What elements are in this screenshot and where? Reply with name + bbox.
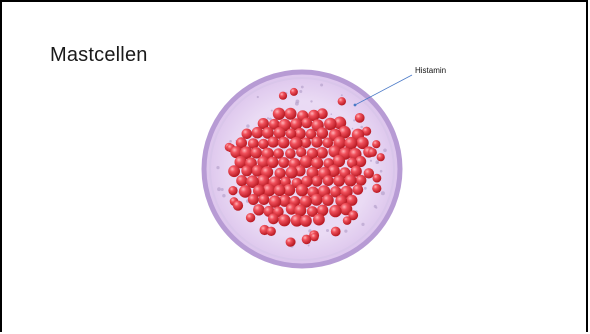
- cytoplasm-speckle: [380, 170, 383, 173]
- histamine-granule: [273, 108, 285, 120]
- cytoplasm-speckle: [308, 245, 310, 247]
- cytoplasm-speckle: [221, 188, 224, 191]
- histamine-granule: [372, 140, 380, 148]
- histamine-granule: [268, 213, 279, 224]
- histamine-granule: [353, 184, 364, 195]
- cytoplasm-speckle: [217, 187, 221, 191]
- histamine-granule: [338, 97, 346, 105]
- cytoplasm-speckle: [361, 223, 364, 226]
- histamine-granule: [290, 88, 298, 96]
- cytoplasm-speckle: [353, 119, 355, 121]
- cytoplasm-speckle: [360, 126, 363, 129]
- histamine-granule: [278, 157, 289, 168]
- histamine-granule: [331, 227, 341, 237]
- histamine-granule: [286, 166, 298, 178]
- histamine-granule: [311, 137, 322, 148]
- histamine-granule: [241, 165, 252, 176]
- cytoplasm-speckle: [229, 140, 232, 143]
- histamine-granule: [368, 148, 377, 157]
- histamine-granule: [344, 174, 356, 186]
- cytoplasm-speckle: [299, 90, 302, 93]
- histamine-granule: [324, 118, 337, 131]
- histamine-granule: [267, 157, 278, 168]
- histamine-granule: [373, 174, 382, 183]
- cytoplasm-speckle: [364, 187, 367, 190]
- histamine-granule: [356, 175, 367, 186]
- histamine-granule: [248, 194, 259, 205]
- histamine-granule: [311, 194, 323, 206]
- histamine-granule: [333, 175, 345, 187]
- histamine-granule: [258, 139, 268, 149]
- histamine-granule: [278, 137, 290, 149]
- cytoplasm-speckle: [310, 100, 312, 102]
- cytoplasm-speckle: [246, 124, 249, 127]
- histamine-granule: [259, 194, 270, 205]
- histamine-granule: [278, 214, 290, 226]
- histamine-granule: [322, 194, 334, 206]
- histamine-granule: [329, 205, 341, 217]
- histamine-granule: [285, 148, 296, 159]
- histamine-granule: [251, 147, 262, 158]
- cytoplasm-speckle: [267, 117, 269, 119]
- label-leader-line: [355, 75, 412, 105]
- histamine-granule: [267, 227, 276, 236]
- cytoplasm-speckle: [344, 230, 347, 233]
- histamine-granule: [311, 176, 322, 187]
- cytoplasm-speckle: [352, 128, 354, 130]
- cytoplasm-speckle: [222, 194, 225, 197]
- histamine-granule: [236, 175, 247, 186]
- histamine-granule: [316, 147, 328, 159]
- histamine-granule: [377, 153, 385, 161]
- histamine-granule: [242, 129, 253, 140]
- cytoplasm-speckle: [320, 84, 323, 87]
- cytoplasm-speckle: [341, 94, 343, 96]
- cytoplasm-speckle: [301, 86, 304, 89]
- histamine-granule: [300, 215, 312, 227]
- cytoplasm-speckle: [296, 100, 300, 104]
- cytoplasm-speckle: [257, 96, 259, 98]
- cytoplasm-speckle: [271, 110, 273, 112]
- histamine-granule: [228, 165, 240, 177]
- histamine-granule: [302, 235, 312, 245]
- histamine-granule: [355, 113, 365, 123]
- cytoplasm-speckle: [216, 166, 219, 169]
- histamine-label: Histamin: [415, 66, 446, 75]
- cytoplasm-speckle: [326, 229, 329, 232]
- cytoplasm-speckle: [375, 207, 377, 209]
- cytoplasm-speckle: [383, 149, 387, 153]
- histamine-granule: [310, 233, 318, 241]
- histamine-granule: [285, 108, 297, 120]
- histamine-granule: [268, 137, 279, 148]
- histamine-granule: [274, 185, 286, 197]
- cytoplasm-speckle: [381, 191, 385, 195]
- histamine-granule: [296, 184, 308, 196]
- histamine-granule: [313, 214, 325, 226]
- histamine-granule: [233, 201, 243, 211]
- histamine-granule: [372, 184, 381, 193]
- label-leader-dot: [354, 104, 357, 107]
- histamine-granule: [301, 118, 312, 129]
- histamine-granule: [279, 92, 287, 100]
- histamine-granule: [343, 216, 352, 225]
- cytoplasm-speckle: [331, 113, 333, 115]
- histamine-granule: [269, 195, 281, 207]
- histamine-granule: [286, 238, 295, 247]
- cytoplasm-speckle: [370, 160, 372, 162]
- histamine-granule: [323, 175, 334, 186]
- cytoplasm-speckle: [377, 162, 379, 164]
- histamine-granule: [252, 127, 264, 139]
- histamine-granule: [228, 186, 237, 195]
- histamine-granule: [246, 213, 255, 222]
- histamine-granule: [253, 204, 264, 215]
